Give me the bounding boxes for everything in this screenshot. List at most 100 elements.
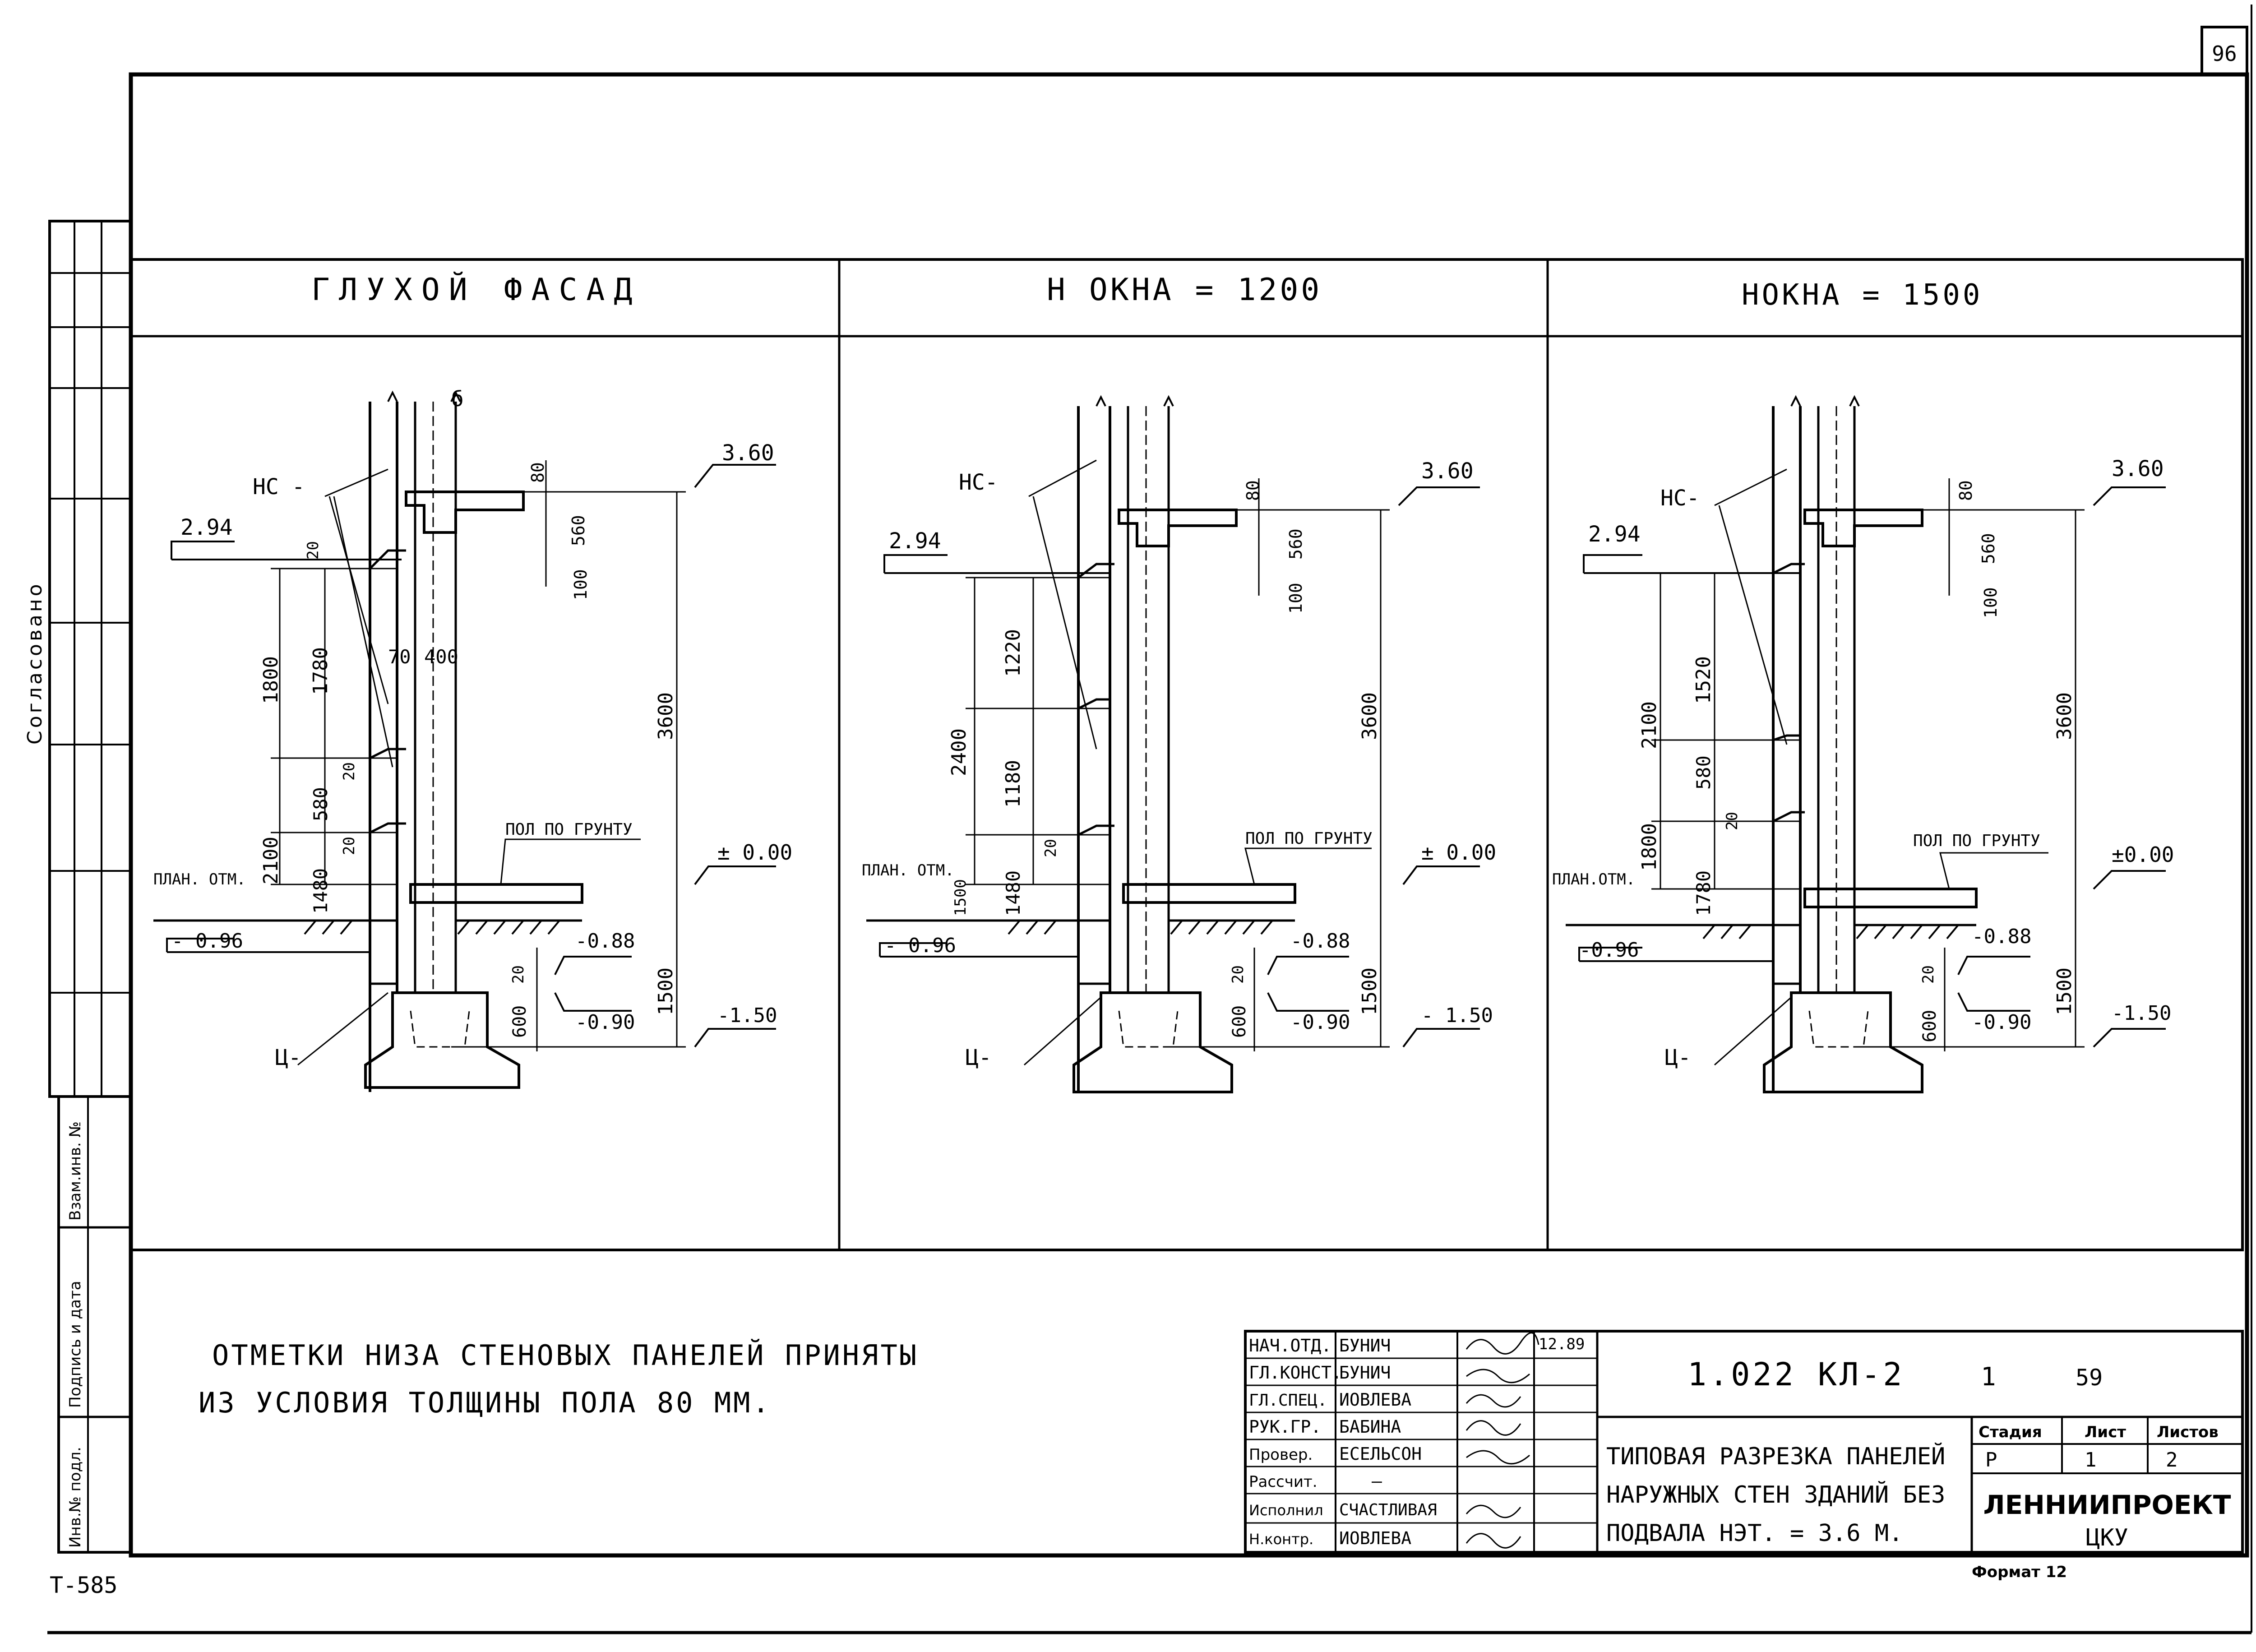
panel-title-window-1500: НОКНА = 1500 [1742,278,1983,312]
dim-3600-1200: 3600 [1358,692,1381,740]
mark-088: -0.88 [575,930,635,953]
description-line-1: ТИПОВАЯ РАЗРЕЗКА ПАНЕЛЕЙ [1606,1443,1945,1470]
mark-150-1200: - 1.50 [1421,1004,1493,1027]
dim-20d: 20 [509,965,527,984]
section-drawing-window-1200: 3.60 2.94 ± 0.00 ПЛАН. ОТМ. - 0.96 -0.88… [862,395,1496,1093]
dim-20-1200: 20 [1042,839,1060,857]
dim-100: 100 [571,569,591,600]
dim-580: 580 [310,787,332,821]
role-2: ГЛ.СПЕЦ. [1249,1391,1327,1410]
mark-floor: ± 0.00 [717,840,792,865]
dim-560-1200: 560 [1286,528,1306,560]
dim-80: 80 [528,462,548,483]
label-floor-ground-1500: ПОЛ ПО ГРУНТУ [1913,832,2040,850]
label-floor-ground: ПОЛ ПО ГРУНТУ [505,820,633,839]
title-block: НАЧ.ОТД. БУНИЧ ГЛ.КОНСТ. БУНИЧ ГЛ.СПЕЦ. … [1244,1330,2244,1554]
drawing-code: 1.022 КЛ-2 [1687,1356,1905,1393]
label-b: б [451,387,464,411]
dim-1800: 1800 [259,656,282,704]
name-0: БУНИЧ [1339,1336,1391,1356]
name-1: БУНИЧ [1339,1363,1391,1383]
role-4: Провер. [1249,1446,1313,1464]
section-drawing-window-1500: 3.60 2.94 ±0.00 ПЛАН.ОТМ. -0.96 -0.88 -0… [1552,395,2174,1093]
stage: Р [1985,1448,1997,1472]
dim-20b-1500: 20 [1919,965,1937,984]
dim-560-1500: 560 [1979,533,1998,564]
mark-088-1200: -0.88 [1290,930,1350,953]
mark-090-1500: -0.90 [1972,1011,2031,1034]
sheet: 1 [2085,1448,2097,1472]
note-line-2: ИЗ УСЛОВИЯ ТОЛЩИНЫ ПОЛА 80 ММ. [199,1386,772,1419]
section-drawing-blank-facade: 3.60 2.94 ± 0.00 ПЛАН. ОТМ. - 0.96 -0.88… [153,387,792,1092]
panel-title-window-1200: Н ОКНА = 1200 [1047,272,1322,308]
role-6: Исполнил [1249,1502,1323,1519]
dim-1500-1500: 1500 [2053,967,2076,1015]
sheets-header: Листов [2157,1423,2219,1441]
mark-roof-1200: 3.60 [1421,458,1474,484]
name-2: ИОВЛЕВА [1339,1390,1411,1410]
side-label-agreed: Согласовано [23,581,46,745]
dim-100-1200: 100 [1286,583,1306,614]
mark-plan: ПЛАН. ОТМ. [153,870,246,888]
dim-100-1500: 100 [1981,587,2001,618]
dim-400: 400 [424,646,458,668]
signatures [1465,1332,1539,1549]
page-number: 96 [2212,42,2237,66]
label-hs: НС - [253,474,305,500]
mark-plan-1200: ПЛАН. ОТМ. [862,861,954,879]
role-5: Рассчит. [1249,1473,1318,1491]
role-3: РУК.ГР. [1249,1417,1321,1437]
organization-sub: ЦКУ [2086,1524,2128,1551]
label-c: Ц- [275,1045,301,1070]
note-line-1: ОТМЕТКИ НИЗА СТЕНОВЫХ ПАНЕЛЕЙ ПРИНЯТЫ [212,1339,919,1372]
sheet-header: Лист [2085,1423,2126,1441]
date: 12.89 [1539,1335,1585,1353]
mark-090: -0.90 [575,1011,635,1034]
mark-090-1200: -0.90 [1290,1011,1350,1034]
dim-3600: 3600 [654,692,677,740]
dim-20b: 20 [340,762,358,781]
dim-2400: 2400 [948,728,971,776]
name-6: СЧАСТЛИВАЯ [1339,1501,1437,1519]
dim-20-1500: 20 [1723,812,1741,830]
agreement-strip [48,220,132,1098]
mark-upper-1500: 2.94 [1588,522,1641,547]
mark-upper-1200: 2.94 [889,528,941,554]
dim-2100-1500: 2100 [1638,701,1661,749]
mark-088-1500: -0.88 [1972,925,2031,948]
dim-1180: 1180 [1002,760,1025,808]
side-label-replaced-inv: Взам.инв. № [66,1121,84,1221]
dim-1800-1500: 1800 [1638,823,1661,871]
dim-1500a-1200: 1500 [952,879,970,916]
dim-560: 560 [569,515,588,546]
dim-80-1200: 80 [1243,480,1263,501]
label-c-1500: Ц- [1665,1045,1691,1070]
role-7: Н.контр. [1249,1531,1313,1548]
inventory-strip [57,1095,132,1554]
dim-3600-1500: 3600 [2053,692,2076,740]
mark-floor-1200: ± 0.00 [1421,840,1496,865]
label-floor-ground-1200: ПОЛ ПО ГРУНТУ [1245,829,1373,848]
mark-roof-1500: 3.60 [2112,456,2164,481]
panel-title-blank-facade: ГЛУХОЙ ФАСАД [311,272,641,308]
dim-1480: 1480 [310,868,332,914]
mark-ground-1500: -0.96 [1579,939,1639,962]
dim-1220: 1220 [1002,629,1025,677]
side-label-inv-orig: Инв.№ подл. [66,1447,84,1548]
dim-2100: 2100 [259,837,282,884]
dim-20b-1200: 20 [1229,965,1247,984]
label-c-1200: Ц- [966,1045,992,1070]
mark-upper: 2.94 [180,515,233,540]
name-5: — [1372,1471,1382,1491]
dim-600: 600 [509,1005,530,1038]
dim-20a: 20 [304,541,322,560]
label-hs-1200: НС- [959,470,998,495]
dim-1520: 1520 [1692,656,1715,704]
mark-roof: 3.60 [722,440,774,466]
role-1: ГЛ.КОНСТ. [1249,1363,1342,1383]
name-7: ИОВЛЕВА [1339,1528,1411,1548]
sections-table [129,258,2244,1251]
role-0: НАЧ.ОТД. [1249,1336,1331,1356]
dim-1480-1200: 1480 [1002,870,1024,916]
